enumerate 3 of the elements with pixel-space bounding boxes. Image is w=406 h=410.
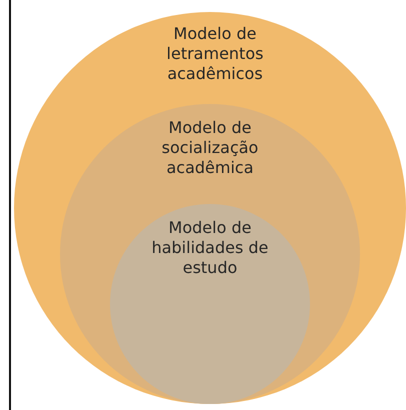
circle-label: Modelo de habilidades de estudo <box>150 218 270 278</box>
circle-label: Modelo de letramentos acadêmicos <box>166 24 264 84</box>
circle-label: Modelo de socialização acadêmica <box>160 118 260 178</box>
